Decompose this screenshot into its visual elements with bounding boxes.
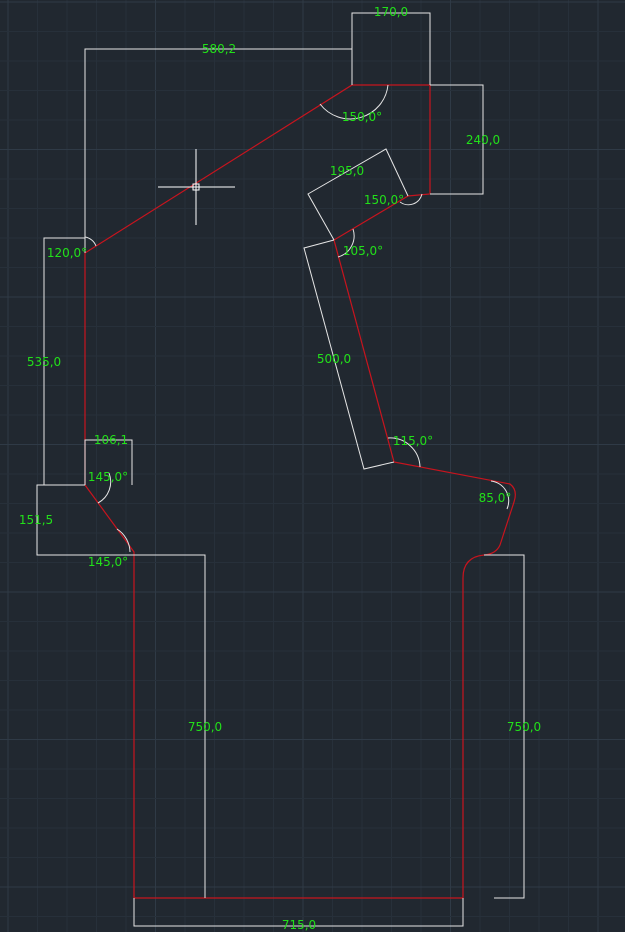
dim-line-500 (303, 239, 395, 470)
arc-150-mid (399, 193, 423, 206)
angle-labels: 150,0° 150,0° 120,0° 105,0° 115,0° 85,0°… (47, 110, 512, 569)
dim-label-500: 500,0 (317, 352, 351, 366)
dim-label-195: 195,0 (330, 164, 364, 178)
dim-line-750-right (484, 554, 525, 899)
profile-outline (84, 84, 516, 899)
angle-label-145-upper: 145,0° (88, 470, 128, 484)
arc-105 (337, 228, 355, 258)
dim-label-106: 106,1 (94, 433, 128, 447)
dim-line-151 (36, 484, 134, 556)
dimension-lines (36, 12, 525, 927)
dim-label-240: 240,0 (466, 133, 500, 147)
angle-label-120: 120,0° (47, 246, 87, 260)
angle-label-115: 115,0° (393, 434, 433, 448)
angle-label-150-mid: 150,0° (364, 193, 404, 207)
dim-label-580: 580,2 (202, 42, 236, 56)
dim-label-535: 535,0 (27, 355, 61, 369)
dim-label-715: 715,0 (282, 918, 316, 932)
angle-label-145-lower: 145,0° (88, 555, 128, 569)
dim-label-750-right: 750,0 (507, 720, 541, 734)
arc-85 (490, 480, 510, 510)
arc-150-top (319, 84, 389, 120)
dim-line-715 (133, 898, 464, 927)
dimension-labels: 170,0 580,2 240,0 195,0 535,0 500,0 106,… (19, 5, 541, 932)
dim-line-195 (307, 148, 409, 241)
arc-115 (387, 437, 421, 468)
dim-line-106 (84, 439, 133, 485)
dim-label-170: 170,0 (374, 5, 408, 19)
dim-line-580 (84, 48, 352, 253)
dim-line-240 (430, 84, 484, 195)
dim-line-750-left (134, 554, 206, 898)
dim-label-750-left: 750,0 (188, 720, 222, 734)
dim-label-151: 151,5 (19, 513, 53, 527)
arc-145-lower (116, 528, 131, 553)
arc-120 (84, 236, 97, 247)
angle-arcs (84, 84, 510, 553)
arc-145-upper (97, 472, 112, 504)
angle-label-105: 105,0° (343, 244, 383, 258)
angle-label-150-top: 150,0° (342, 110, 382, 124)
angle-label-85: 85,0° (479, 491, 512, 505)
crosshair-cursor-icon (158, 149, 235, 225)
